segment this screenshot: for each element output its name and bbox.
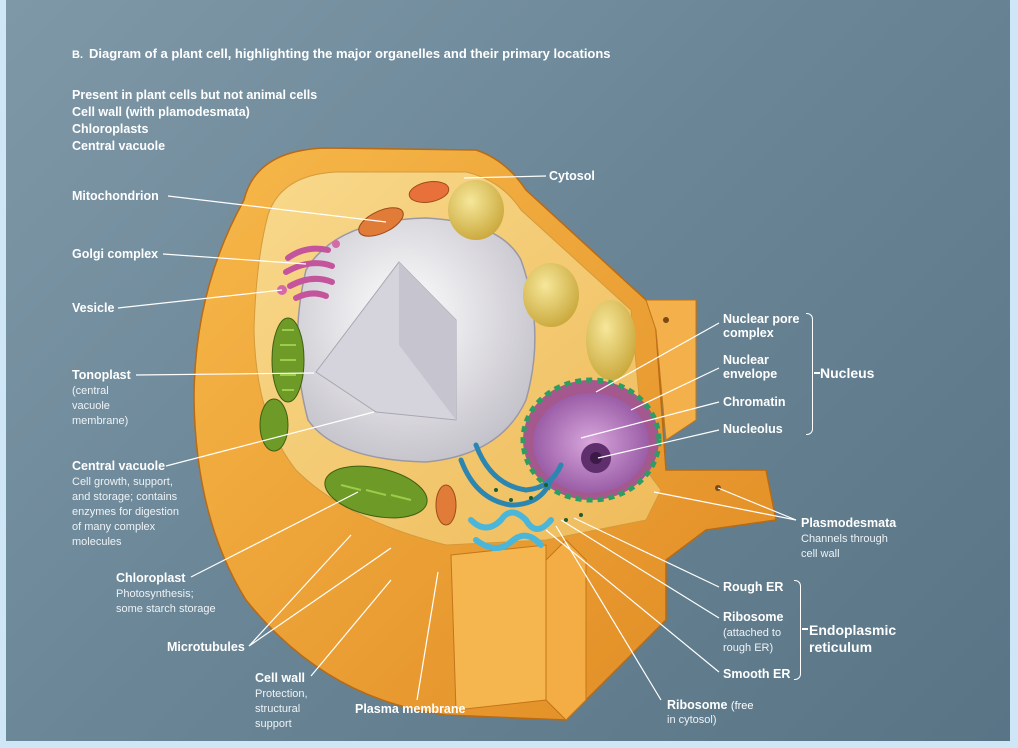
label-cell-wall: Cell wall: [255, 671, 306, 685]
central-vacuole-desc: molecules: [72, 536, 122, 548]
mitochondrion-shape-3: [435, 484, 457, 526]
central-vacuole-desc: enzymes for digestion: [72, 506, 179, 518]
ribosome-free-name: Ribosome: [667, 698, 728, 712]
chloroplast-shapes: [259, 317, 428, 519]
caption: B. Diagram of a plant cell, highlighting …: [72, 46, 611, 63]
label-nuclear-pore-complex-2: complex: [723, 326, 774, 340]
label-ribosome-attached: Ribosome: [723, 610, 784, 624]
label-nuclear-envelope-2: envelope: [723, 367, 778, 381]
plant-only-item: Cell wall (with plamodesmata): [72, 105, 250, 119]
chloroplast-desc: some starch storage: [116, 603, 216, 615]
label-cytosol: Cytosol: [549, 169, 595, 183]
label-central-vacuole: Central vacuole: [72, 459, 166, 473]
label-smooth-er: Smooth ER: [723, 667, 791, 681]
central-vacuole-desc: of many complex: [72, 521, 156, 533]
nucleus-shape: [520, 377, 662, 503]
plastid-1: [448, 180, 504, 240]
cell-wall-desc: support: [255, 718, 292, 730]
ribosome-attached-desc: (attached to: [723, 627, 782, 639]
central-vacuole-desc: Cell growth, support,: [72, 476, 173, 488]
plasmodesmata-desc: Channels through: [801, 533, 888, 545]
cell-wall-desc: structural: [255, 703, 301, 715]
label-chloroplast: Chloroplast: [116, 571, 186, 585]
nucleus-bracket: [806, 313, 813, 435]
plant-cell-figure: B. Diagram of a plant cell, highlighting …: [6, 0, 1010, 741]
plant-only-heading: Present in plant cells but not animal ce…: [72, 88, 318, 102]
tonoplast-desc: (central: [72, 385, 109, 397]
label-ribosome-free: Ribosome (free: [667, 698, 754, 714]
caption-text: Diagram of a plant cell, highlighting th…: [89, 46, 611, 61]
cell-wall-slab-lower: [545, 539, 587, 721]
central-vacuole-desc: and storage; contains: [72, 491, 178, 503]
cell-illustration: [117, 147, 797, 721]
plant-only-item: Central vacuole: [72, 139, 166, 153]
nucleus-bracket-tick: [814, 372, 820, 374]
plastid-2: [523, 263, 579, 327]
ribosome-dots: [494, 483, 583, 522]
plasmodesma-hole-2: [663, 317, 669, 323]
label-mitochondrion: Mitochondrion: [72, 189, 159, 203]
cell-wall-slab-right: [645, 299, 697, 441]
label-er-group: Endoplasmic: [809, 622, 897, 638]
ribosome-free-desc: in cytosol): [667, 714, 717, 726]
tonoplast-desc: vacuole: [72, 400, 110, 412]
er-bracket-tick: [802, 628, 808, 630]
cell-wall-desc: Protection,: [255, 688, 308, 700]
er-bracket: [794, 580, 801, 680]
label-nuclear-pore-complex: Nuclear pore: [723, 312, 800, 326]
tonoplast-desc: membrane): [72, 415, 129, 427]
plasmodesmata-desc: cell wall: [801, 548, 840, 560]
label-microtubules: Microtubules: [167, 640, 245, 654]
label-rough-er: Rough ER: [723, 580, 784, 594]
label-vesicle: Vesicle: [72, 301, 115, 315]
label-plasma-membrane: Plasma membrane: [355, 702, 466, 716]
golgi-shape: [283, 245, 335, 301]
leader-lines: [117, 175, 797, 701]
ribosome-free-desc: (free: [730, 700, 754, 712]
label-chromatin: Chromatin: [723, 395, 786, 409]
caption-letter: B.: [72, 49, 83, 61]
label-nucleus-group: Nucleus: [820, 365, 875, 381]
cell-wall-slab-front: [450, 544, 547, 711]
ribosome-attached-desc: rough ER): [723, 642, 774, 654]
vesicle-shape-2: [332, 240, 340, 248]
plant-only-item: Chloroplasts: [72, 122, 149, 136]
label-plasmodesmata: Plasmodesmata: [801, 516, 897, 530]
er-shapes: [458, 442, 564, 551]
label-er-group-2: reticulum: [809, 639, 873, 655]
vacuole-cut-inner: [399, 262, 456, 420]
mitochondrion-shape-2: [408, 181, 450, 203]
label-nucleolus: Nucleolus: [723, 422, 783, 436]
label-nuclear-envelope: Nuclear: [723, 353, 769, 367]
label-tonoplast: Tonoplast: [72, 368, 131, 382]
label-golgi-complex: Golgi complex: [72, 247, 159, 261]
plastid-3: [586, 300, 636, 380]
chloroplast-desc: Photosynthesis;: [116, 588, 194, 600]
